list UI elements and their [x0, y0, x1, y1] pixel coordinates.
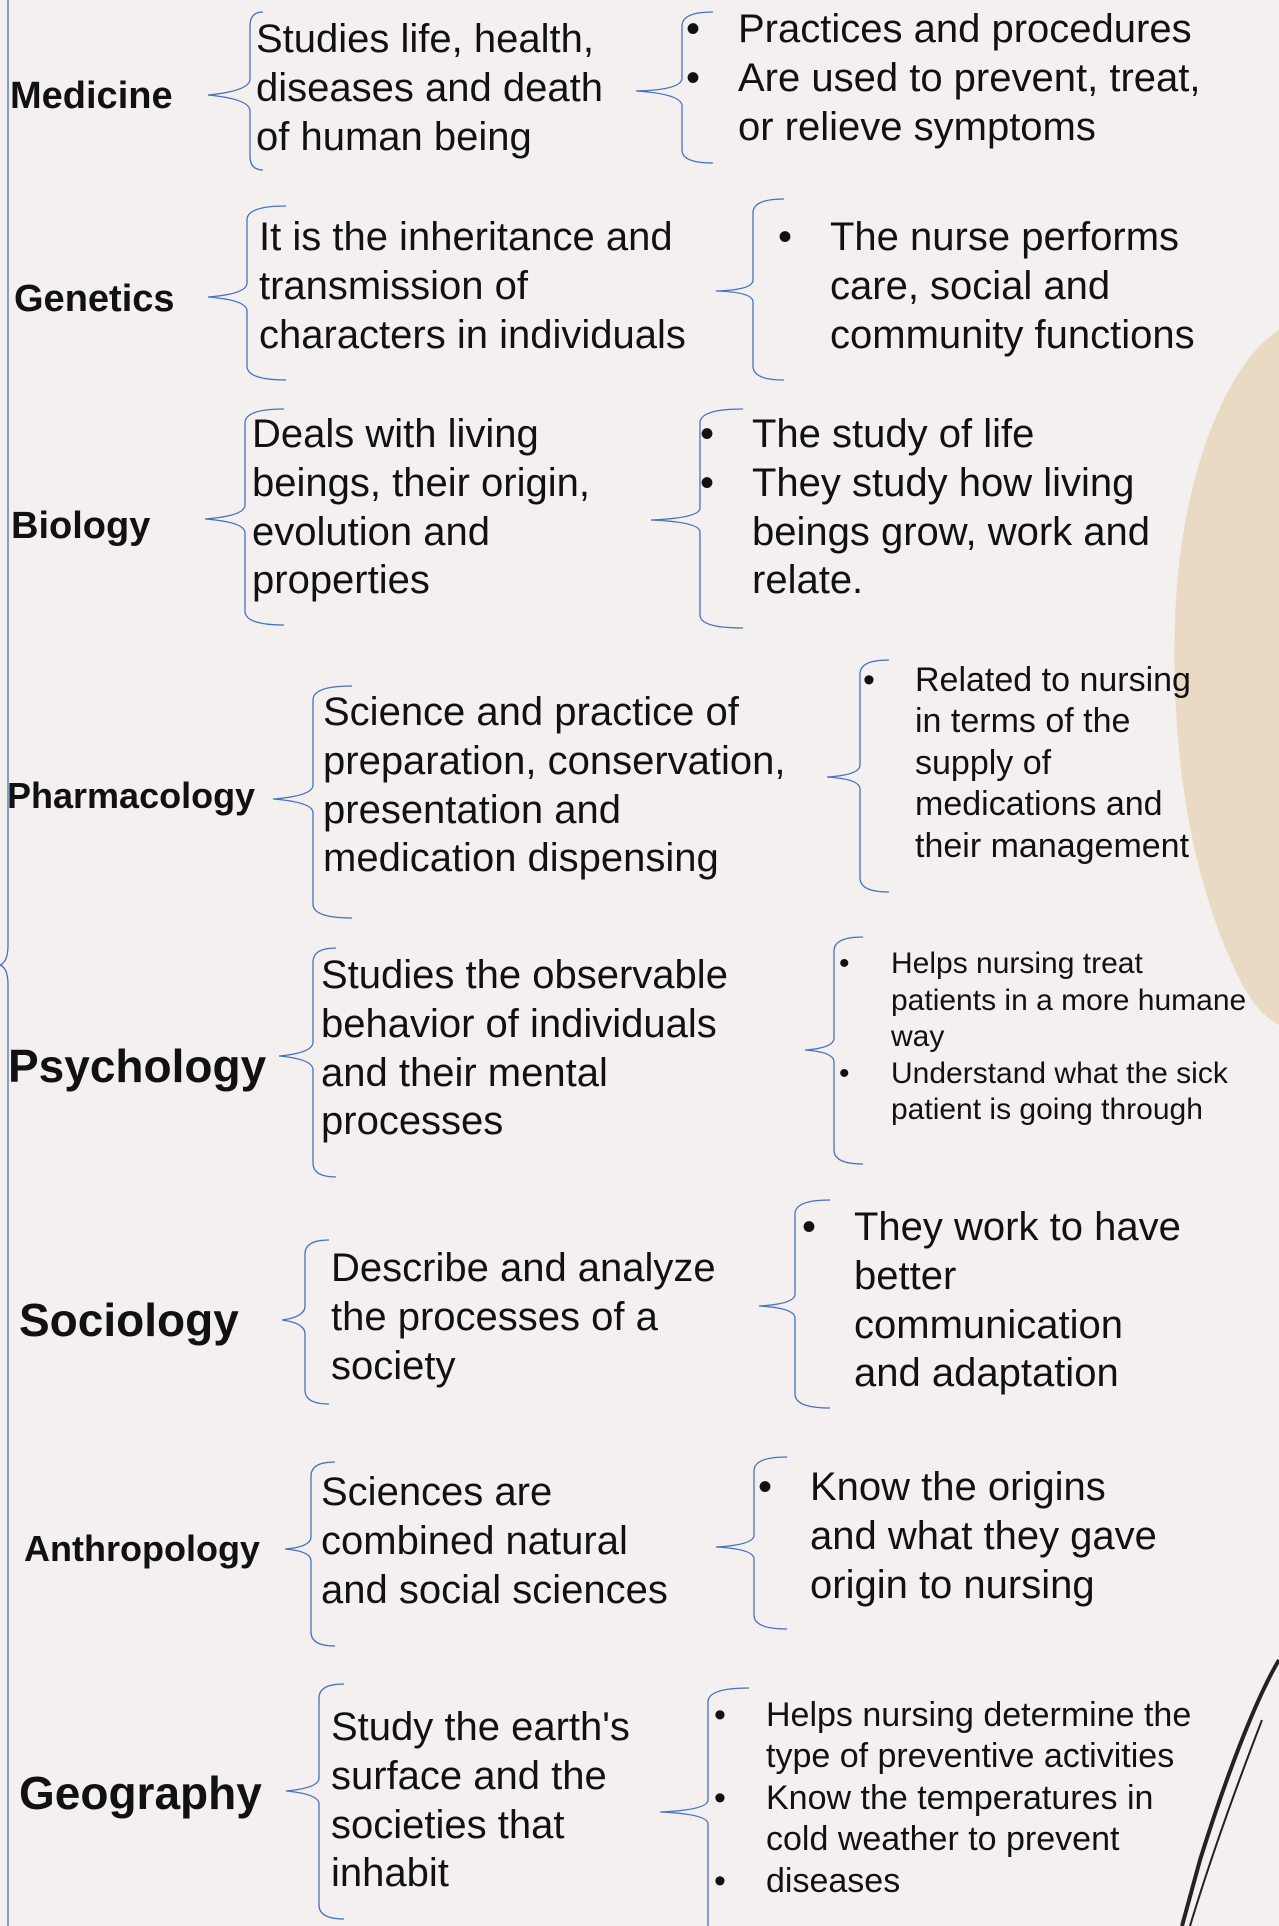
bullet-item: Practices and procedures: [686, 5, 1200, 54]
subject-geography: Geography: [19, 1767, 262, 1819]
bullet-item: Are used to prevent, treat,or relieve sy…: [686, 54, 1201, 152]
subject-genetics: Genetics: [14, 278, 175, 320]
subject-pharmacology: Pharmacology: [7, 775, 256, 816]
bracket: [272, 685, 353, 919]
points-sociology: They work to havebettercommunicationand …: [802, 1203, 1181, 1398]
beige-background-shape: [1174, 330, 1279, 1025]
decorative-line: [1189, 1719, 1263, 1926]
subject-anthropology: Anthropology: [24, 1528, 260, 1569]
bracket: [207, 205, 287, 381]
bullet-item: They work to havebettercommunicationand …: [802, 1203, 1181, 1398]
bracket: [284, 1461, 336, 1647]
bracket: [285, 1683, 345, 1920]
subject-medicine: Medicine: [10, 75, 173, 117]
subject-sociology: Sociology: [19, 1294, 239, 1346]
points-medicine: Practices and procedures Are used to pre…: [686, 5, 1201, 152]
bracket: [758, 1199, 831, 1409]
bracket: [715, 1456, 788, 1630]
subject-psychology: Psychology: [8, 1040, 267, 1092]
bracket: [635, 11, 714, 164]
bracket: [204, 408, 285, 626]
decorative-line: [1180, 1658, 1279, 1926]
bracket: [804, 936, 864, 1165]
bullet-item: diseases: [714, 1861, 1191, 1903]
points-biology: The study of life They study how livingb…: [700, 410, 1150, 605]
bracket: [715, 198, 785, 381]
bracket: [659, 1687, 750, 1926]
bracket: [278, 947, 337, 1178]
bracket: [207, 11, 264, 171]
subject-biology: Biology: [11, 505, 151, 547]
bracket: [650, 408, 744, 629]
bracket: [281, 1239, 330, 1405]
bracket: [826, 659, 890, 893]
main-brace: [0, 0, 9, 1926]
bullet-item: The study of life: [700, 410, 1150, 459]
